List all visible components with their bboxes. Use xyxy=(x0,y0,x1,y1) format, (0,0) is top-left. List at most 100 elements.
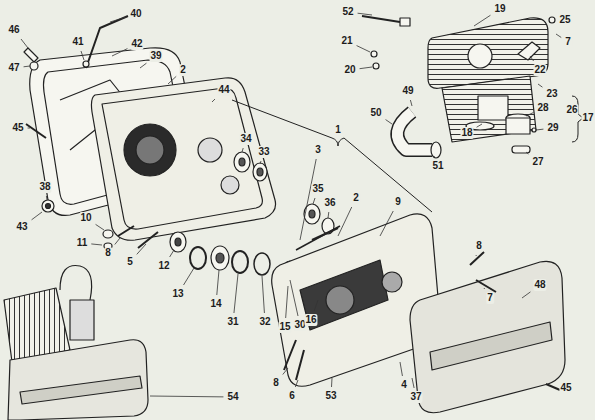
leader-line xyxy=(170,250,174,257)
callout-number: 17 xyxy=(581,112,594,124)
callout-number: 49 xyxy=(401,85,414,97)
callout-number: 36 xyxy=(323,197,336,209)
leader-line xyxy=(137,244,146,254)
leader-line xyxy=(530,56,534,61)
leader-line xyxy=(24,66,30,68)
callout-number: 34 xyxy=(239,133,252,145)
leader-line xyxy=(81,51,84,60)
callout-number: 51 xyxy=(431,160,444,172)
callout-number: 19 xyxy=(493,3,506,15)
leader-line xyxy=(536,129,543,131)
engine-assembled xyxy=(4,288,70,362)
leader-line xyxy=(380,211,393,236)
callout-number: 9 xyxy=(394,196,402,208)
callout-number: 47 xyxy=(7,62,20,74)
screw xyxy=(26,124,46,138)
callout-number: 45 xyxy=(559,382,572,394)
callout-number: 21 xyxy=(340,35,353,47)
leader-line xyxy=(522,292,530,298)
callout-number: 38 xyxy=(38,181,51,193)
leader-line xyxy=(184,268,194,285)
callout-number: 52 xyxy=(341,6,354,18)
callout-number: 31 xyxy=(226,316,239,328)
leader-line xyxy=(477,124,482,127)
leader-line xyxy=(212,99,215,102)
screw xyxy=(24,48,38,62)
leader-line xyxy=(331,378,333,387)
callout-number: 43 xyxy=(15,221,28,233)
leader-line xyxy=(526,113,533,117)
callout-number: 8 xyxy=(272,377,280,389)
leader-line xyxy=(538,84,542,87)
leader-line xyxy=(21,39,28,48)
callout-number: 33 xyxy=(257,146,270,158)
right-cover xyxy=(410,261,565,412)
bearing xyxy=(211,246,229,270)
callout-number: 23 xyxy=(545,88,558,100)
callout-number: 5 xyxy=(126,256,134,268)
group-bracket xyxy=(232,100,432,212)
callout-number: 48 xyxy=(533,279,546,291)
leader-line xyxy=(32,212,42,220)
cylinder xyxy=(442,76,536,142)
exhaust-elbow xyxy=(397,112,432,150)
leader-line xyxy=(283,368,288,375)
leader-line xyxy=(110,17,126,22)
callout-number: 22 xyxy=(533,64,546,76)
leader-line xyxy=(140,63,146,68)
callout-number: 20 xyxy=(343,64,356,76)
leader-line xyxy=(28,128,30,129)
callout-number: 54 xyxy=(226,391,239,403)
callout-number: 1 xyxy=(334,124,342,136)
leader-line xyxy=(295,380,298,387)
callout-number: 45 xyxy=(11,122,24,134)
bearing xyxy=(42,200,54,212)
leader-line xyxy=(328,212,330,218)
callout-number: 8 xyxy=(475,240,483,252)
leader-line xyxy=(286,286,288,318)
leader-line xyxy=(526,152,528,154)
callout-number: 13 xyxy=(171,288,184,300)
leader-line xyxy=(234,274,238,313)
leader-line xyxy=(360,67,372,69)
leader-line xyxy=(242,148,243,152)
lever xyxy=(86,16,128,68)
callout-number: 53 xyxy=(324,390,337,402)
callout-number: 41 xyxy=(71,36,84,48)
callout-number: 2 xyxy=(179,64,187,76)
leader-line xyxy=(434,156,435,157)
leader-line xyxy=(115,238,120,245)
callout-number: 16 xyxy=(304,314,317,326)
callout-number: 7 xyxy=(486,292,494,304)
leader-line xyxy=(290,280,298,316)
callout-number: 10 xyxy=(79,212,92,224)
leader-line xyxy=(96,224,104,230)
crankcase-left xyxy=(91,78,275,240)
callout-number: 50 xyxy=(369,107,382,119)
callout-number: 25 xyxy=(558,14,571,26)
callout-number: 40 xyxy=(129,8,142,20)
callout-number: 15 xyxy=(278,321,291,333)
callout-number: 6 xyxy=(288,390,296,402)
leader-line xyxy=(168,76,176,84)
leader-line xyxy=(91,244,102,245)
leader-line xyxy=(358,13,372,15)
callout-number: 46 xyxy=(7,24,20,36)
leader-line xyxy=(217,270,219,295)
leader-line xyxy=(386,120,392,124)
callout-number: 28 xyxy=(536,102,549,114)
leader-line xyxy=(400,362,402,376)
callout-number: 7 xyxy=(564,36,572,48)
leader-line xyxy=(484,288,486,289)
seal xyxy=(170,232,186,252)
leader-line xyxy=(357,46,370,52)
callout-number: 42 xyxy=(130,38,143,50)
crank-opening xyxy=(124,124,176,176)
callout-number: 4 xyxy=(400,379,408,391)
leader-line xyxy=(476,255,477,256)
callout-number: 2 xyxy=(352,192,360,204)
ring xyxy=(190,247,206,269)
leader-line xyxy=(412,378,414,388)
callout-number: 18 xyxy=(460,127,473,139)
